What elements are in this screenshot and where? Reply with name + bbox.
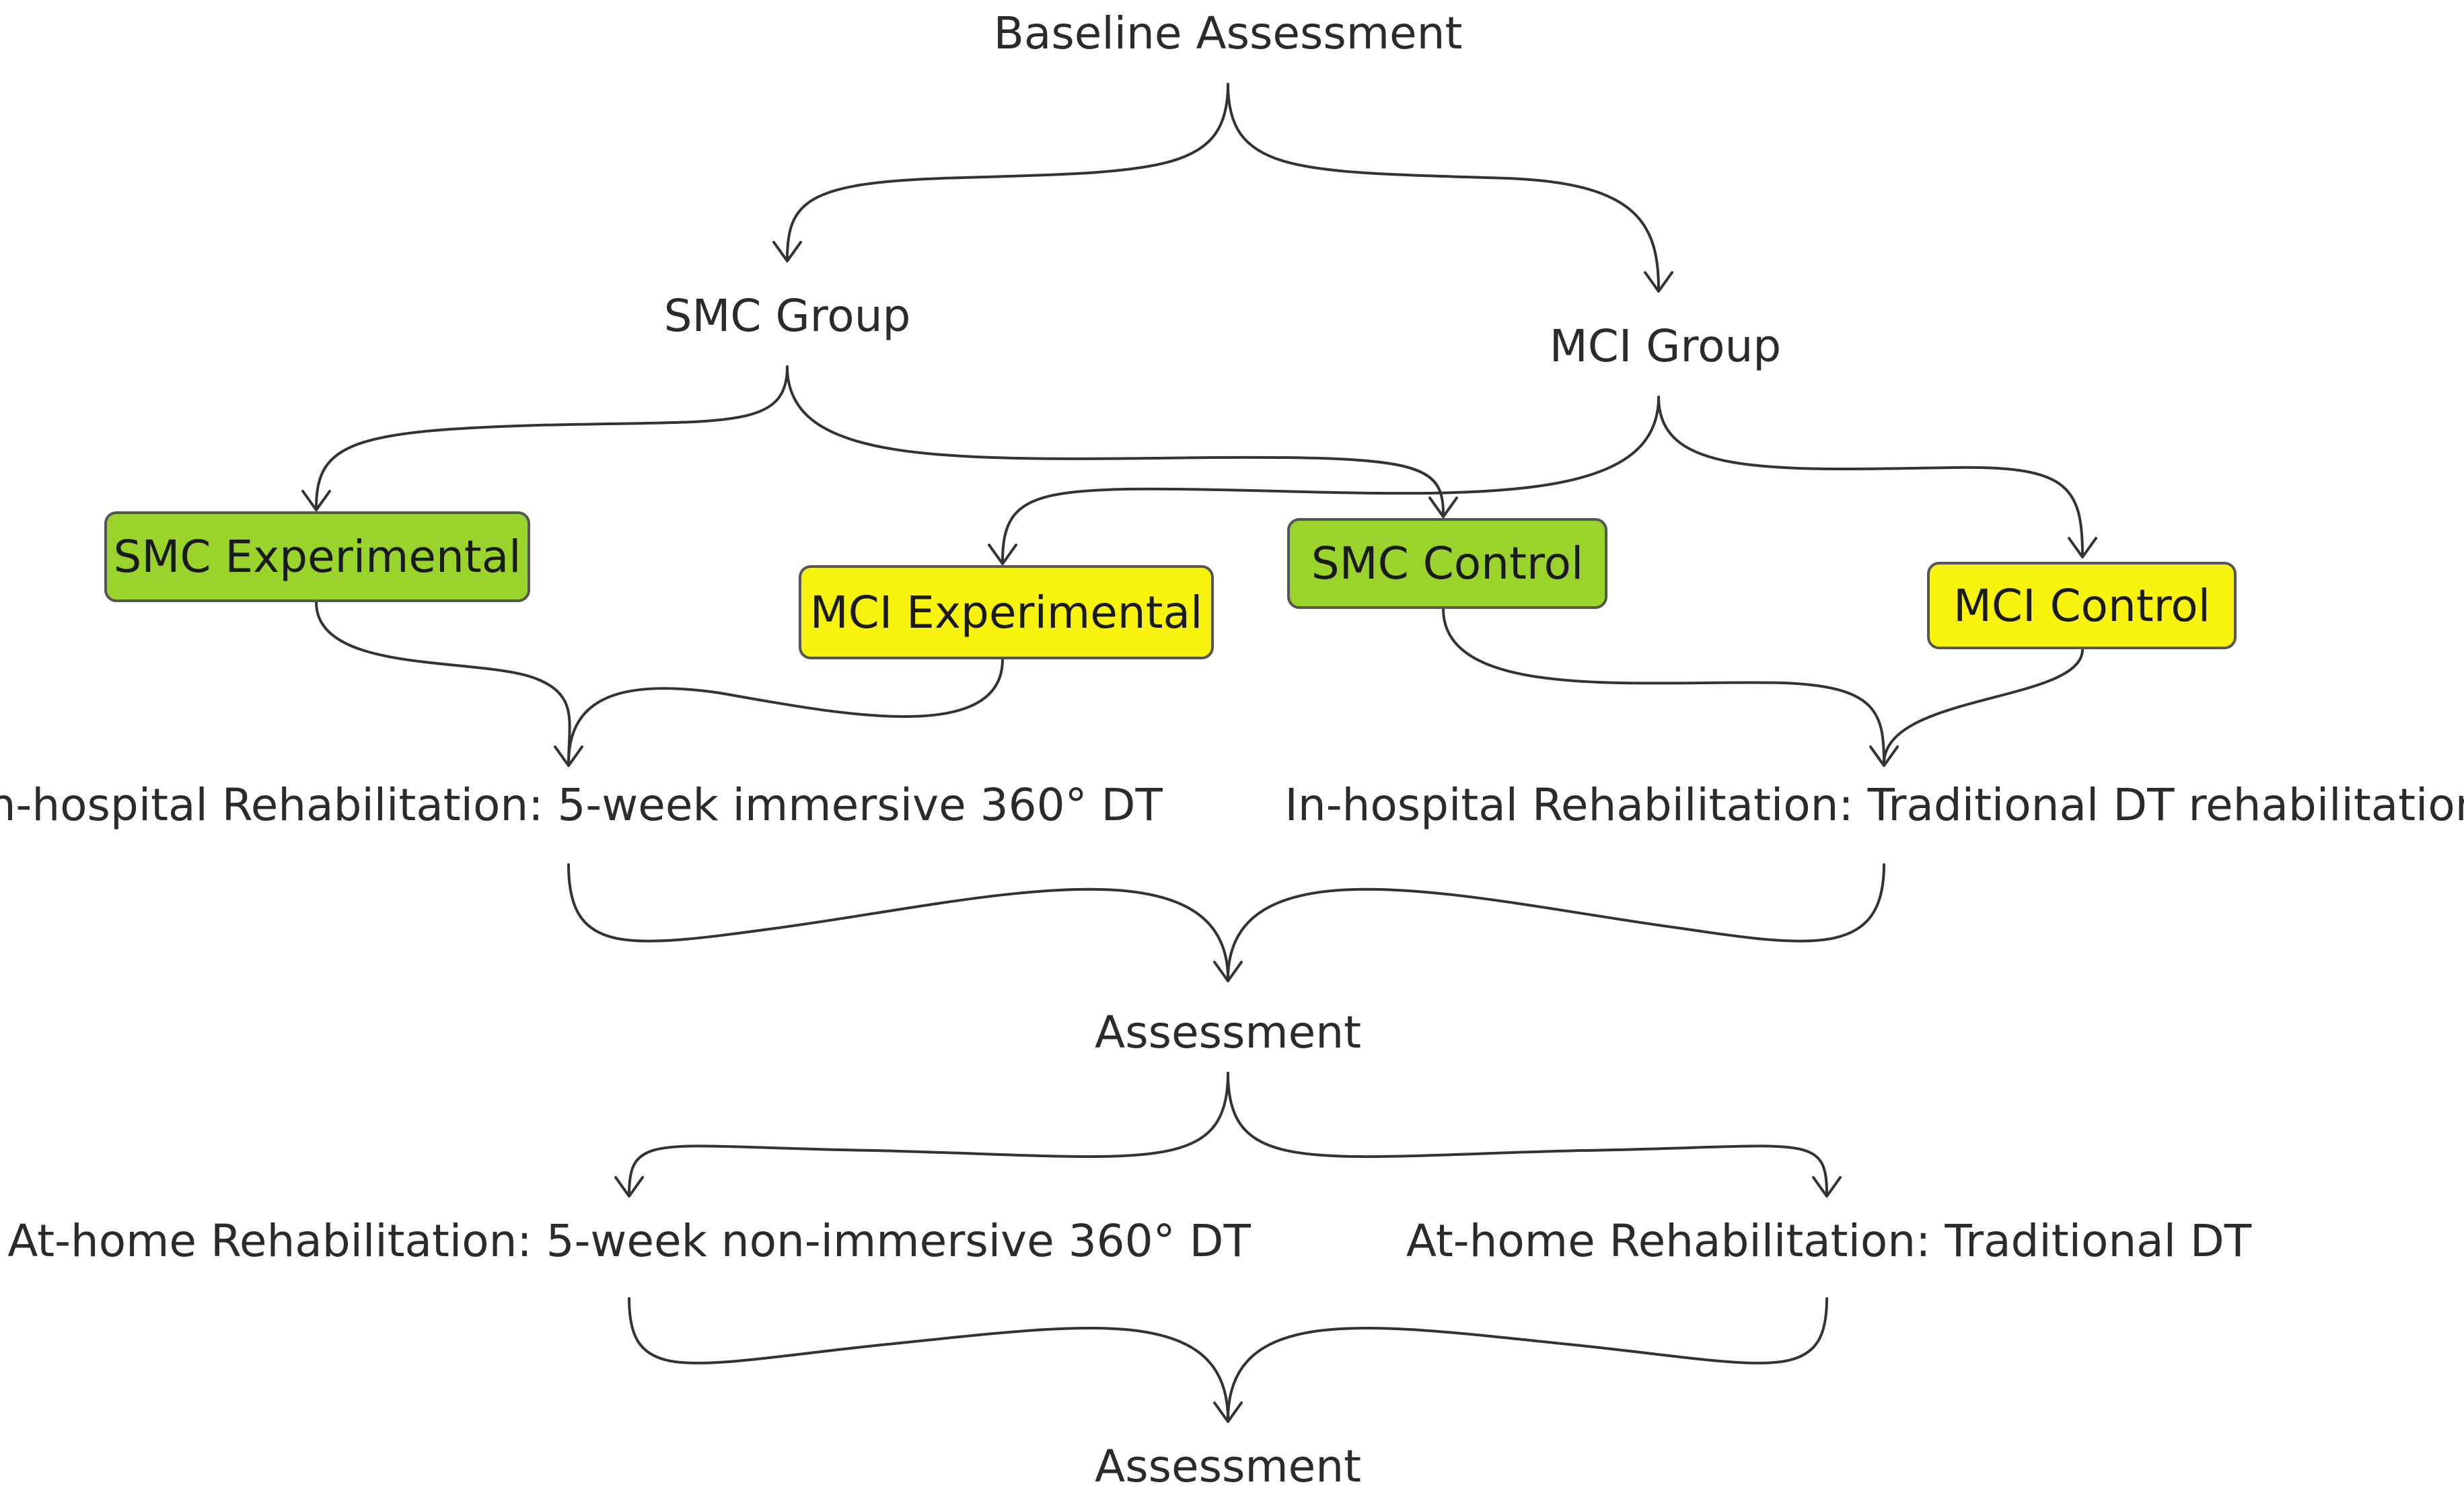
connector-smcexp-to-inhospital xyxy=(315,601,571,765)
connector-mci-to-control xyxy=(1657,396,2084,556)
arrowhead-mci-control xyxy=(2068,537,2097,558)
mci-group-label: MCI Group xyxy=(1549,320,1782,372)
arrowhead-inhospital-right xyxy=(1869,745,1899,767)
athome-nonimmersive-label: At-home Rehabilitation: 5-week non-immer… xyxy=(7,1215,1251,1267)
arrowhead-smc-group xyxy=(772,241,802,262)
connector-assessment-to-athome-right xyxy=(1227,1072,1828,1196)
arrowhead-athome-right xyxy=(1812,1176,1842,1198)
connector-athome-left-to-assessment xyxy=(628,1297,1229,1421)
inhospital-traditional-label: In-hospital Rehabilitation: Traditional … xyxy=(1284,779,2464,831)
connector-mcictrl-to-inhospital xyxy=(1883,648,2084,765)
inhospital-immersive-label: In-hospital Rehabilitation: 5-week immer… xyxy=(0,779,1163,831)
athome-traditional-label: At-home Rehabilitation: Traditional DT xyxy=(1406,1215,2252,1267)
arrowhead-athome-left xyxy=(614,1176,644,1198)
arrowhead-mci-group xyxy=(1644,271,1673,293)
arrowhead-assessment-final xyxy=(1213,1401,1243,1423)
connector-inhospital-left-to-assessment xyxy=(567,863,1229,980)
arrowhead-smc-experimental xyxy=(301,490,331,511)
arrowhead-mci-experimental xyxy=(988,544,1017,565)
connector-athome-right-to-assessment xyxy=(1227,1297,1828,1421)
connector-baseline-to-smc xyxy=(786,83,1229,260)
connector-inhospital-right-to-assessment xyxy=(1227,863,1885,980)
baseline-assessment-label: Baseline Assessment xyxy=(993,7,1463,59)
arrowhead-inhospital-left xyxy=(554,745,583,767)
smc-control-box: SMC Control xyxy=(1287,518,1607,609)
connector-assessment-to-athome-left xyxy=(628,1072,1229,1196)
connector-baseline-to-mci xyxy=(1227,83,1660,291)
connector-smc-to-control xyxy=(786,365,1445,516)
assessment-final-label: Assessment xyxy=(1095,1440,1361,1492)
mci-control-box: MCI Control xyxy=(1927,562,2237,649)
arrowhead-smc-control xyxy=(1428,497,1458,518)
smc-group-label: SMC Group xyxy=(663,290,911,342)
arrowhead-assessment-mid xyxy=(1213,961,1243,982)
mci-experimental-box: MCI Experimental xyxy=(799,565,1214,659)
assessment-mid-label: Assessment xyxy=(1095,1007,1361,1058)
connector-mci-to-experimental xyxy=(1001,396,1660,563)
connector-smcctrl-to-inhospital xyxy=(1442,608,1885,765)
connector-mciexp-to-inhospital xyxy=(567,658,1004,765)
smc-experimental-box: SMC Experimental xyxy=(104,511,530,602)
connector-smc-to-experimental xyxy=(315,365,789,509)
